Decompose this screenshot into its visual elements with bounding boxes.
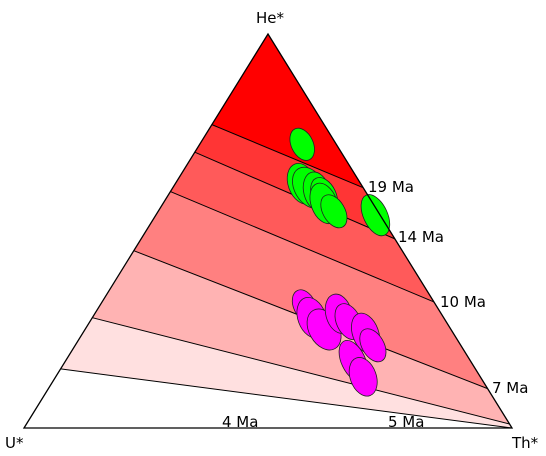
isochron-label: 14 Ma bbox=[398, 228, 444, 246]
isochron-band bbox=[24, 368, 512, 428]
isochron-band bbox=[170, 152, 434, 302]
isochron-line bbox=[211, 124, 364, 189]
data-point bbox=[348, 357, 378, 397]
data-point bbox=[320, 194, 348, 229]
data-point bbox=[359, 328, 387, 363]
isochron-band bbox=[92, 250, 510, 425]
isochron-line bbox=[60, 368, 513, 429]
isochron-band bbox=[60, 317, 512, 428]
isochron-labels: 4 Ma 5 Ma 7 Ma 10 Ma 14 Ma 19 Ma bbox=[222, 178, 528, 431]
isochron-label: 5 Ma bbox=[388, 413, 424, 431]
vertex-label-left: U* bbox=[5, 434, 24, 452]
isochron-band bbox=[133, 191, 488, 389]
isochron-label: 10 Ma bbox=[440, 293, 486, 311]
triangle-outline bbox=[22, 32, 514, 429]
isochron-line bbox=[92, 317, 510, 425]
isochron-label: 7 Ma bbox=[492, 379, 528, 397]
isochron-line bbox=[170, 191, 435, 303]
data-point bbox=[360, 194, 391, 237]
vertex-label-right: Th* bbox=[511, 434, 539, 452]
data-point bbox=[289, 127, 315, 161]
vertex-label-top: He* bbox=[256, 9, 285, 27]
data-points bbox=[286, 127, 391, 397]
isochron-label: 19 Ma bbox=[368, 178, 414, 196]
isochron-label: 4 Ma bbox=[222, 413, 258, 431]
isochron-band bbox=[211, 34, 364, 188]
